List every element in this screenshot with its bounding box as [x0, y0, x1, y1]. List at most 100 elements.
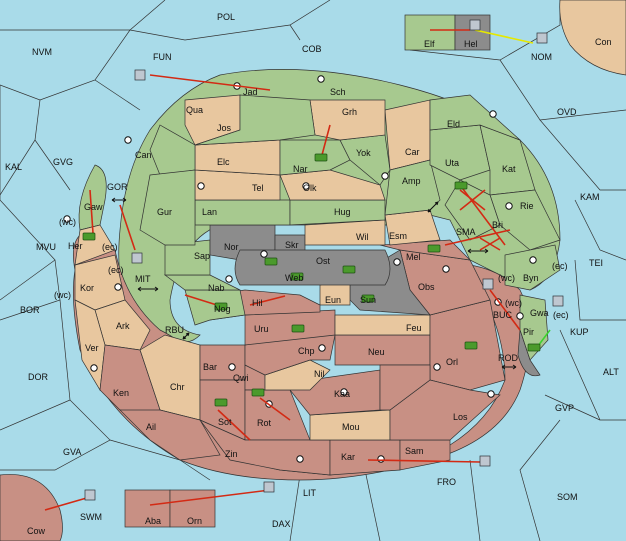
territory-grh[interactable] — [309, 99, 386, 141]
territory-aba[interactable] — [124, 489, 171, 528]
territory-byn[interactable] — [504, 244, 561, 291]
supply-center — [487, 390, 495, 398]
land-label: Uta — [445, 158, 459, 168]
supply-center — [377, 455, 385, 463]
supply-center — [228, 363, 236, 371]
territory-elc[interactable] — [194, 139, 281, 176]
territory-kaa-east[interactable] — [379, 364, 431, 411]
land-label: Ark — [116, 321, 130, 331]
land-label: Grh — [342, 107, 357, 117]
army-unit[interactable] — [290, 272, 304, 281]
land-label: Chr — [170, 382, 185, 392]
move-order-arrow — [149, 489, 271, 506]
sea-label: BOR — [20, 305, 40, 315]
land-label: Hug — [334, 207, 351, 217]
land-label: Hil — [252, 298, 263, 308]
double-arrow-icon — [111, 197, 127, 203]
army-unit[interactable] — [464, 341, 478, 350]
move-order-arrow — [367, 459, 481, 463]
army-unit[interactable] — [527, 343, 541, 352]
territory-con[interactable] — [559, 0, 626, 76]
double-arrow-icon — [182, 332, 190, 340]
fleet-unit[interactable] — [84, 489, 96, 501]
supply-center — [505, 202, 513, 210]
move-order-arrow — [444, 229, 511, 246]
territory-bri[interactable] — [444, 179, 501, 241]
land-label: Her — [68, 241, 83, 251]
supply-center — [296, 455, 304, 463]
sea-label: Cow — [27, 526, 46, 536]
move-order-arrow — [259, 397, 291, 421]
army-unit[interactable] — [214, 398, 228, 407]
sea-label: FUN — [153, 52, 172, 62]
land-label: Skr — [285, 240, 299, 250]
land-label: Can — [135, 150, 152, 160]
fleet-unit[interactable] — [134, 69, 146, 81]
fleet-unit[interactable] — [469, 19, 481, 31]
supply-center — [197, 182, 205, 190]
sea-label: OVD — [557, 107, 577, 117]
fleet-unit[interactable] — [536, 32, 548, 44]
fleet-unit[interactable] — [131, 252, 143, 264]
army-unit[interactable] — [342, 265, 356, 274]
land-label: Neu — [368, 347, 385, 357]
fleet-unit[interactable] — [552, 295, 564, 307]
land-label: Ail — [146, 422, 156, 432]
fleet-unit[interactable] — [263, 481, 275, 493]
supply-center — [63, 215, 71, 223]
land-label: Feu — [406, 323, 422, 333]
land-label: Orl — [446, 357, 458, 367]
sea-label: KAM — [580, 192, 600, 202]
army-unit[interactable] — [361, 294, 375, 303]
supply-center — [302, 182, 310, 190]
land-label: Sam — [405, 446, 424, 456]
sea-label: GVA — [63, 447, 81, 457]
sea-label: GVP — [555, 403, 574, 413]
territory-orn[interactable] — [169, 489, 216, 528]
sea-label: SOM — [557, 492, 578, 502]
territory-ail[interactable] — [119, 409, 221, 461]
sea-label: LIT — [303, 488, 317, 498]
army-unit[interactable] — [214, 302, 228, 311]
land-label: Kar — [341, 452, 355, 462]
territory-eld[interactable] — [429, 94, 521, 141]
army-unit[interactable] — [427, 244, 441, 253]
land-label: Ver — [85, 343, 99, 353]
land-label: Kat — [502, 164, 516, 174]
fleet-unit[interactable] — [482, 278, 494, 290]
sea-label: SMA — [456, 227, 476, 237]
coast-label: (wc) — [59, 217, 76, 227]
land-label: Kor — [80, 283, 94, 293]
army-unit[interactable] — [314, 153, 328, 162]
sea-label: RBU — [165, 325, 184, 335]
territory-gur[interactable] — [139, 169, 196, 246]
coast-label: (ec) — [102, 242, 118, 252]
land-label: Bri — [492, 220, 503, 230]
army-unit[interactable] — [264, 257, 278, 266]
territory-elf[interactable] — [404, 14, 456, 51]
sea-label: TEI — [589, 258, 603, 268]
army-unit[interactable] — [251, 388, 265, 397]
sea-label: ALT — [603, 367, 619, 377]
coast-label: (ec) — [108, 265, 124, 275]
fleet-unit[interactable] — [479, 455, 491, 467]
supply-center — [381, 172, 389, 180]
supply-center — [529, 256, 537, 264]
territory-car[interactable] — [384, 99, 431, 171]
sea-label: KAL — [5, 162, 22, 172]
territory-pir[interactable] — [517, 329, 541, 377]
land-label: Wil — [356, 232, 369, 242]
land-label: Jad — [243, 87, 258, 97]
army-unit[interactable] — [454, 181, 468, 190]
army-unit[interactable] — [291, 324, 305, 333]
territory-web-ost[interactable] — [234, 249, 391, 286]
land-label: Eun — [325, 295, 341, 305]
army-unit[interactable] — [82, 232, 96, 241]
territory-jos[interactable] — [194, 94, 316, 146]
land-label: Esm — [389, 231, 407, 241]
move-order-arrow — [184, 294, 221, 307]
sea-label: ROD — [498, 353, 519, 363]
double-arrow-icon — [467, 248, 489, 254]
land-label: Hel — [464, 39, 478, 49]
territory-cow[interactable] — [0, 474, 63, 541]
